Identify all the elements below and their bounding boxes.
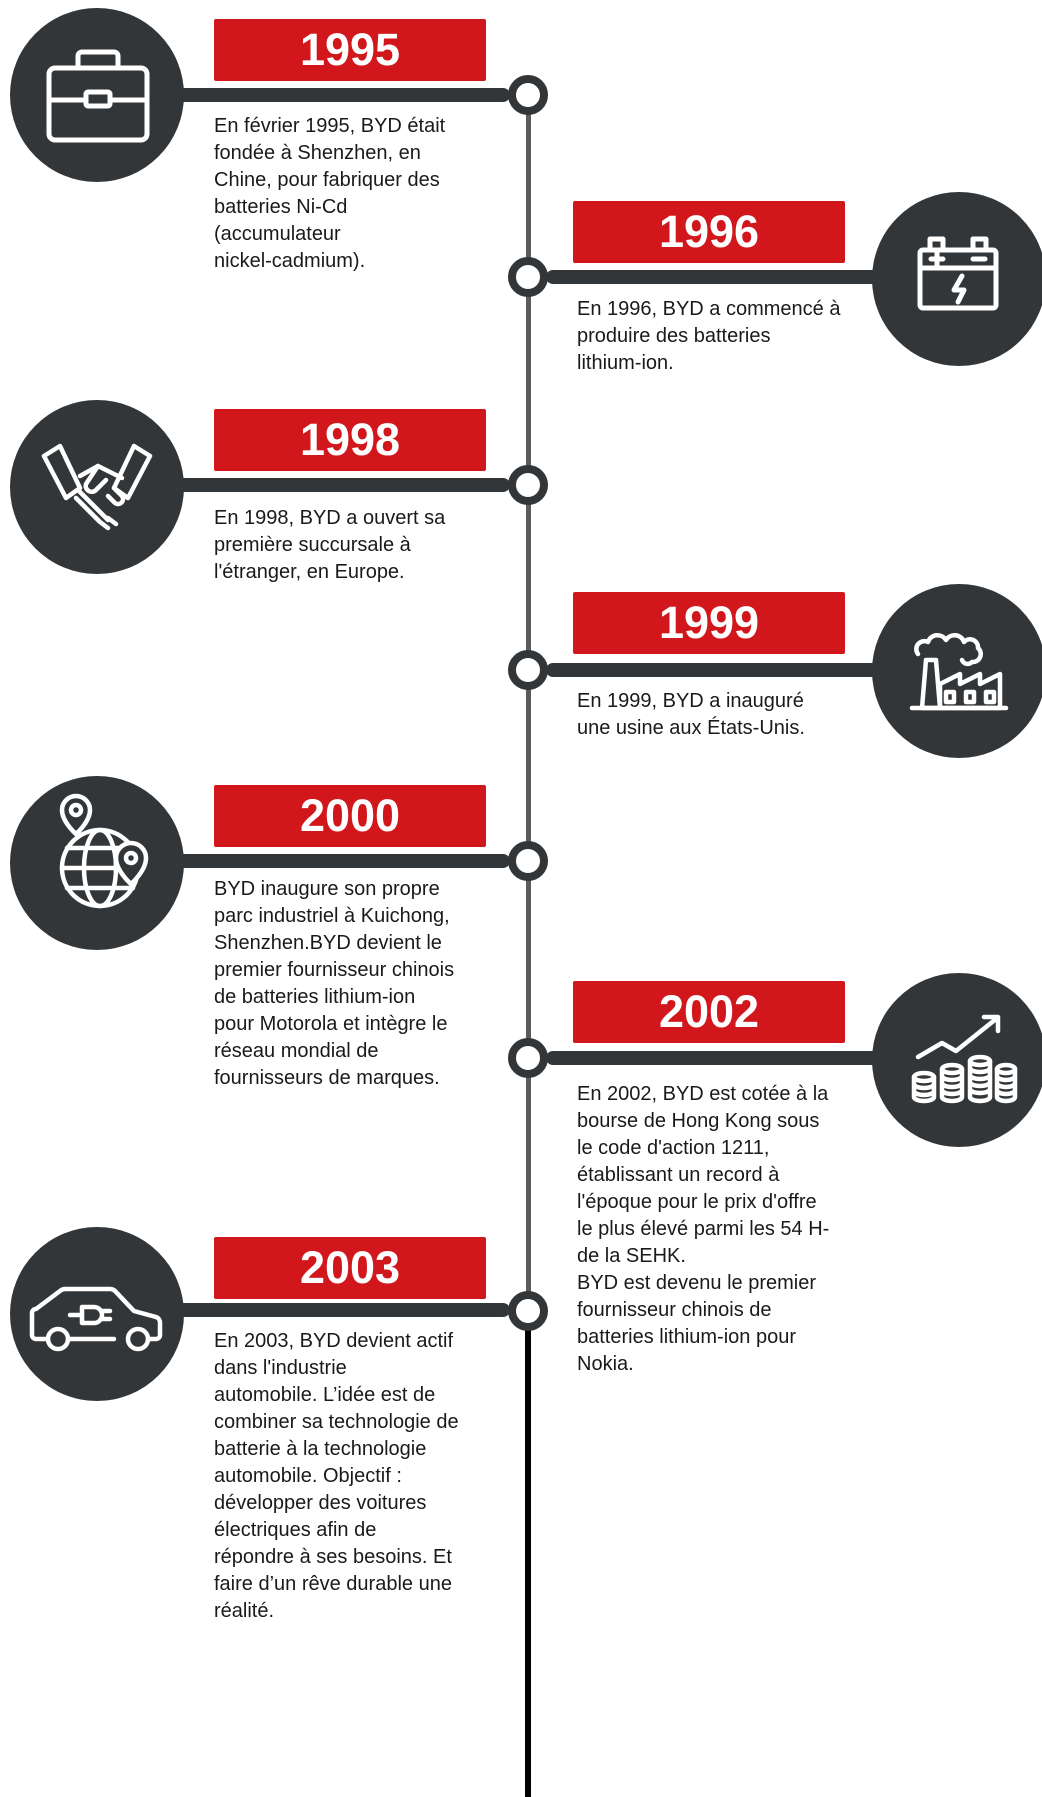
event-connector xyxy=(546,270,916,284)
year-badge: 2000 xyxy=(214,785,486,847)
event-description: En 1999, BYD a inauguré une usine aux Ét… xyxy=(577,690,805,739)
event-connector xyxy=(150,1303,510,1317)
year-badge: 1996 xyxy=(573,201,845,263)
event-connector xyxy=(150,854,510,868)
battery-icon xyxy=(872,192,1042,366)
event-description: En 1996, BYD a commencé à produire des b… xyxy=(577,298,841,374)
globe-pins-icon xyxy=(10,776,184,950)
event-description: En 2002, BYD est cotée à la bourse de Ho… xyxy=(577,1083,830,1375)
year-badge: 2003 xyxy=(214,1237,486,1299)
event-description: En 1998, BYD a ouvert sa première succur… xyxy=(214,507,446,583)
handshake-icon xyxy=(10,400,184,574)
year-badge: 1998 xyxy=(214,409,486,471)
timeline-node xyxy=(508,75,548,115)
timeline-node xyxy=(508,1291,548,1331)
year-badge: 1995 xyxy=(214,19,486,81)
timeline-spine-end xyxy=(525,1311,531,1797)
event-description: En 2003, BYD devient actif dans l'indust… xyxy=(214,1330,459,1622)
briefcase-icon xyxy=(10,8,184,182)
timeline-node xyxy=(508,841,548,881)
electric-car-icon xyxy=(10,1227,184,1401)
timeline-node xyxy=(508,1038,548,1078)
event-connector xyxy=(546,663,916,677)
event-connector xyxy=(150,478,510,492)
event-connector xyxy=(150,88,510,102)
event-connector xyxy=(546,1051,916,1065)
event-description: En février 1995, BYD était fondée à Shen… xyxy=(214,115,446,272)
factory-icon xyxy=(872,584,1042,758)
year-badge: 2002 xyxy=(573,981,845,1043)
timeline-node xyxy=(508,257,548,297)
timeline-node xyxy=(508,650,548,690)
year-badge: 1999 xyxy=(573,592,845,654)
timeline-spine xyxy=(526,95,531,1311)
event-description: BYD inaugure son propre parc industriel … xyxy=(214,878,455,1089)
timeline-node xyxy=(508,465,548,505)
coins-growth-icon xyxy=(872,973,1042,1147)
